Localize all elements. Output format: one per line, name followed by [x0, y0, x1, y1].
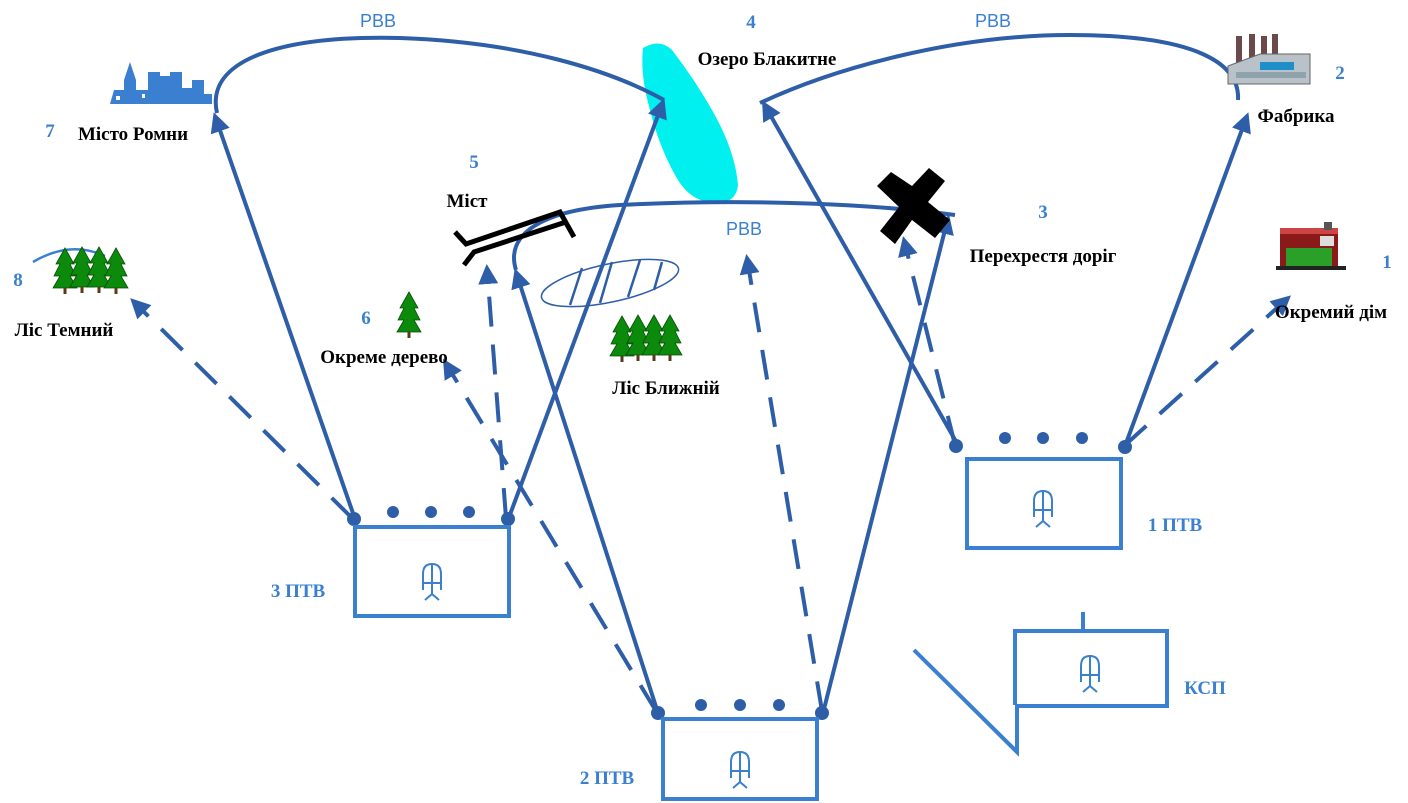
tree-number: 6 [361, 308, 371, 329]
bridge-label: Міст [447, 191, 489, 212]
forest-icon [609, 314, 683, 363]
lake-label: Озеро Блакитне [698, 49, 837, 70]
post-dots [347, 432, 1132, 720]
factory-number: 2 [1335, 63, 1345, 84]
lake-icon [642, 43, 738, 204]
tree-icon [396, 291, 422, 339]
forest-dark-number: 8 [13, 270, 23, 291]
crossroads-number: 3 [1038, 202, 1048, 223]
sector-label-left: РВВ [360, 11, 396, 31]
post-ksp [912, 612, 1169, 757]
forest-dark-label: Ліс Темний [15, 320, 114, 341]
post-3-label: 3 ПТВ [271, 581, 326, 602]
forest-icon [32, 246, 129, 295]
city-label: Місто Ромни [78, 124, 188, 145]
house-number: 1 [1382, 252, 1392, 273]
periscope-icon [422, 563, 442, 601]
post-3 [353, 525, 511, 618]
observation-sector-lines [210, 32, 1251, 714]
bridge-number: 5 [469, 152, 479, 173]
factory-label: Фабрика [1258, 106, 1335, 127]
crossroads-label: Перехрестя доріг [970, 246, 1117, 267]
factory-icon [1227, 34, 1311, 85]
bridge-icon [453, 208, 577, 267]
periscope-icon [1033, 490, 1053, 528]
house-icon [1276, 222, 1346, 270]
post-1 [965, 457, 1123, 550]
forest-near-label: Ліс Ближній [612, 378, 720, 399]
city-icon [110, 62, 212, 104]
sector-label-middle: РВВ [726, 219, 762, 239]
tree-label: Окреме дерево [320, 347, 448, 368]
house-label: Окремий дім [1275, 302, 1387, 323]
post-ksp-label: КСП [1184, 678, 1226, 699]
lake-number: 4 [746, 12, 756, 33]
post-1-label: 1 ПТВ [1148, 515, 1203, 536]
crossroads-icon [877, 168, 950, 244]
post-2-label: 2 ПТВ [580, 768, 635, 789]
forest-area-ellipse [540, 258, 680, 308]
post-2 [661, 717, 819, 801]
dashed-direction-lines [130, 236, 1291, 713]
periscope-icon [730, 751, 750, 789]
periscope-icon [1080, 655, 1100, 693]
city-number: 7 [45, 121, 55, 142]
sector-label-right: РВВ [975, 11, 1011, 31]
